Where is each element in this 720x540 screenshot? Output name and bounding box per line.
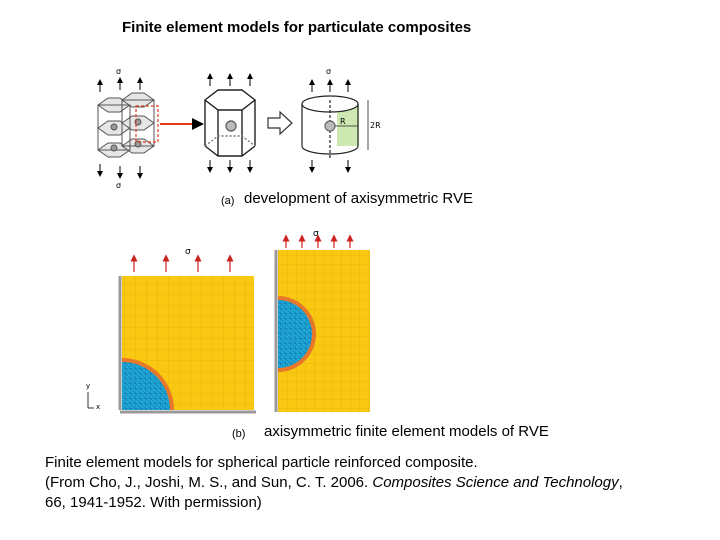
panel-a-caption: development of axisymmetric RVE <box>244 190 473 207</box>
sigma-label-bottom: σ <box>116 181 121 190</box>
axis-y-label: y <box>86 382 90 390</box>
radius-label: R <box>340 117 346 126</box>
sigma-label-left: σ <box>185 247 191 257</box>
half-particle-mesh <box>276 250 370 412</box>
caption-journal: Composites Science and Technology <box>372 474 618 491</box>
quarter-particle-mesh <box>120 276 256 412</box>
rve-development-diagram: σ σ R 2R σ <box>80 60 400 190</box>
page-title: Finite element models for particulate co… <box>122 19 471 36</box>
sigma-label-right: σ <box>313 229 319 239</box>
figure-caption: Finite element models for spherical part… <box>45 453 705 513</box>
panel-b-label: (b) <box>232 428 245 440</box>
caption-line-2: (From Cho, J., Joshi, M. S., and Sun, C.… <box>45 473 705 493</box>
axis-x-label: x <box>96 403 100 411</box>
sigma-label-top: σ <box>116 67 121 76</box>
caption-citation: (From Cho, J., Joshi, M. S., and Sun, C.… <box>45 474 372 491</box>
sigma-label-cylinder: σ <box>326 67 331 76</box>
fe-mesh-models: σ y x σ <box>80 228 380 420</box>
caption-line-1: Finite element models for spherical part… <box>45 453 705 473</box>
hexagonal-prism-cell <box>205 90 255 156</box>
caption-comma: , <box>619 474 623 491</box>
caption-line-3: 66, 1941-1952. With permission) <box>45 493 705 513</box>
panel-a-label: (a) <box>221 195 234 207</box>
height-label: 2R <box>370 121 381 130</box>
cylinder-cell <box>302 96 368 158</box>
panel-b-caption: axisymmetric finite element models of RV… <box>264 423 549 440</box>
hexagonal-array-diagram <box>98 93 154 157</box>
